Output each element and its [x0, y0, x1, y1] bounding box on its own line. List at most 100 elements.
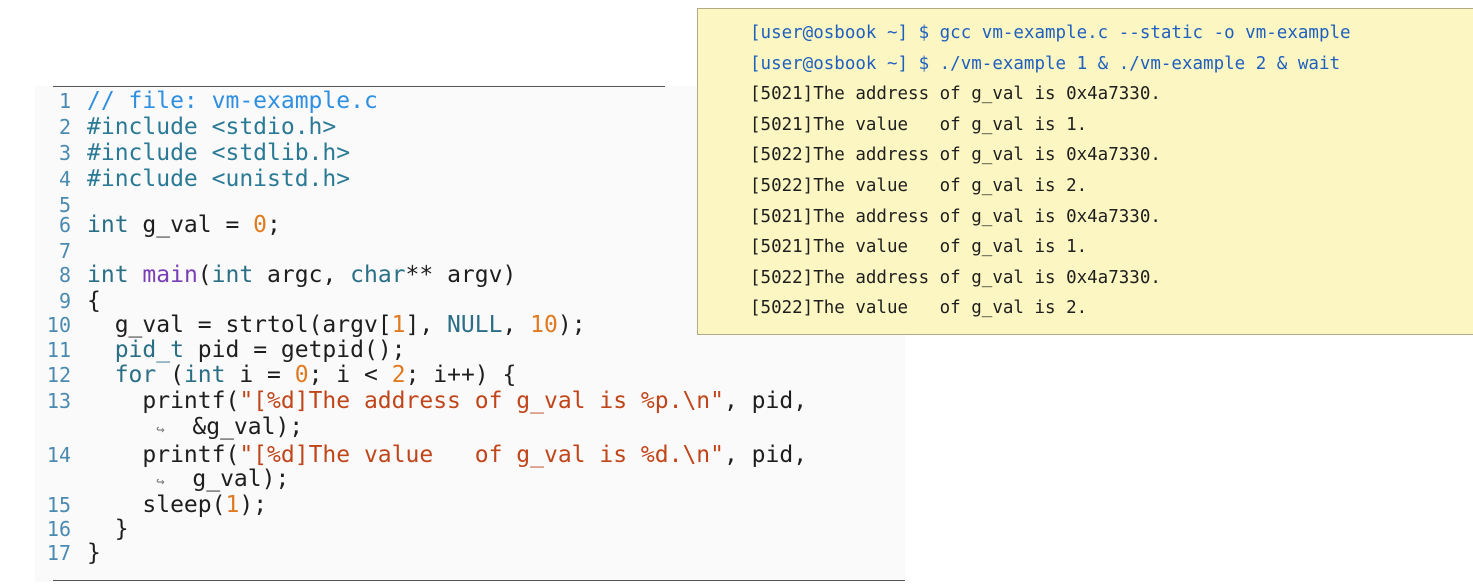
wrap-arrow-icon: ↪ [156, 474, 165, 490]
code-token: ; [267, 212, 281, 238]
code-token [87, 337, 115, 363]
code-text: } [87, 516, 129, 542]
code-token: 0 [294, 362, 309, 388]
code-token: i = [225, 362, 295, 388]
terminal-output-line: [5022]The address of g_val is 0x4a7330. [750, 145, 1161, 166]
code-token: argc, [253, 262, 351, 288]
line-number: 12 [46, 363, 71, 387]
code-token: 1 [225, 492, 240, 518]
terminal-output-line: [5021]The value of g_val is 1. [750, 114, 1088, 135]
code-text: ↪ g_val); [87, 466, 289, 495]
code-text: ↪ &g_val); [87, 414, 303, 443]
code-token: 0 [253, 212, 268, 238]
code-text: { [87, 288, 101, 314]
code-token: ); [239, 492, 268, 518]
terminal-command: [user@osbook ~] $ ./vm-example 1 & ./vm-… [750, 53, 1341, 74]
code-token: // file: vm-example.c [87, 88, 378, 114]
terminal-output: [user@osbook ~] $ gcc vm-example.c --sta… [697, 8, 1473, 335]
code-token: ; i < [308, 362, 392, 388]
code-text: #include <stdlib.h> [87, 140, 350, 166]
code-token: int [87, 262, 129, 288]
code-text: // file: vm-example.c [87, 88, 378, 114]
line-number: 3 [58, 141, 71, 165]
code-token: ( [197, 262, 212, 288]
listing-bottom-rule [53, 580, 905, 581]
code-token: printf( [87, 442, 240, 468]
code-token: NULL [447, 312, 503, 338]
code-text: pid_t pid = getpid(); [87, 337, 406, 363]
line-number: 6 [58, 213, 71, 237]
code-token [87, 362, 115, 388]
code-token: , pid, [723, 388, 808, 414]
code-text: printf("[%d]The value of g_val is %d.\n"… [87, 442, 807, 468]
code-text: printf("[%d]The address of g_val is %p.\… [87, 388, 807, 414]
code-token: char [350, 262, 406, 288]
code-token: 2 [391, 362, 406, 388]
code-text: } [87, 540, 101, 566]
code-token: "[%d]The address of g_val is %p.\n" [239, 388, 724, 414]
code-token [87, 466, 156, 492]
code-token: ** argv) [405, 262, 517, 288]
wrap-arrow-icon: ↪ [156, 422, 165, 438]
code-token: #include <unistd.h> [87, 166, 351, 192]
listing-top-rule [53, 86, 665, 87]
code-token: int [183, 362, 226, 388]
code-token [87, 414, 156, 440]
line-number: 9 [58, 289, 71, 313]
code-token: , [502, 312, 531, 338]
code-token: ; i++) { [405, 362, 517, 388]
code-token [129, 262, 143, 288]
code-text: for (int i = 0; i < 2; i++) { [87, 362, 517, 388]
code-token: } [87, 540, 101, 566]
terminal-output-line: [5022]The address of g_val is 0x4a7330. [750, 267, 1161, 288]
code-token: ], [405, 312, 448, 338]
line-number: 5 [58, 193, 71, 217]
code-token: for [114, 362, 157, 388]
line-number: 2 [58, 115, 71, 139]
code-token: sleep( [87, 492, 226, 518]
code-text: int main(int argc, char** argv) [87, 262, 516, 288]
code-token: g_val = strtol(argv[ [87, 312, 392, 338]
code-token: main [142, 262, 198, 288]
terminal-output-line: [5022]The value of g_val is 2. [750, 176, 1088, 196]
code-text: #include <unistd.h> [87, 166, 350, 192]
line-number: 13 [46, 389, 71, 413]
code-token: #include <stdio.h> [87, 114, 337, 140]
code-token: g_val = [128, 212, 254, 238]
line-number: 16 [46, 517, 71, 541]
code-token: pid_t [114, 337, 184, 363]
code-token: int [211, 262, 254, 288]
code-text: int g_val = 0; [87, 212, 281, 238]
line-number: 14 [46, 443, 71, 467]
code-token: 1 [391, 312, 406, 338]
line-number: 10 [46, 313, 71, 337]
terminal-output-line: [5021]The address of g_val is 0x4a7330. [750, 206, 1161, 227]
code-token: #include <stdlib.h> [87, 140, 351, 166]
line-number: 17 [46, 541, 71, 565]
code-token: pid = getpid(); [183, 337, 406, 363]
code-text: g_val = strtol(argv[1], NULL, 10); [87, 312, 586, 338]
terminal-output-line: [5022]The value of g_val is 2. [750, 298, 1088, 319]
line-number: 11 [46, 338, 71, 362]
code-token: &g_val); [164, 414, 304, 440]
code-token: 10 [530, 312, 558, 338]
code-token: ); [557, 312, 586, 338]
code-token: { [87, 288, 101, 314]
code-token: int [87, 212, 129, 238]
code-text: sleep(1); [87, 492, 267, 518]
line-number: 4 [58, 167, 71, 191]
line-number: 7 [58, 239, 71, 263]
terminal-output-line: [5021]The address of g_val is 0x4a7330. [750, 84, 1161, 105]
code-token: g_val); [164, 466, 290, 492]
terminal-command: [user@osbook ~] $ gcc vm-example.c --sta… [750, 23, 1351, 43]
code-token: "[%d]The value of g_val is %d.\n" [239, 442, 724, 468]
code-token: ( [156, 362, 184, 388]
code-text: #include <stdio.h> [87, 114, 336, 140]
code-token: printf( [87, 388, 240, 414]
line-number: 8 [58, 263, 71, 287]
line-number: 15 [46, 493, 71, 517]
code-token: , pid, [723, 442, 808, 468]
terminal-output-line: [5021]The value of g_val is 1. [750, 237, 1088, 258]
line-number: 1 [58, 89, 71, 113]
code-token: } [87, 516, 129, 542]
